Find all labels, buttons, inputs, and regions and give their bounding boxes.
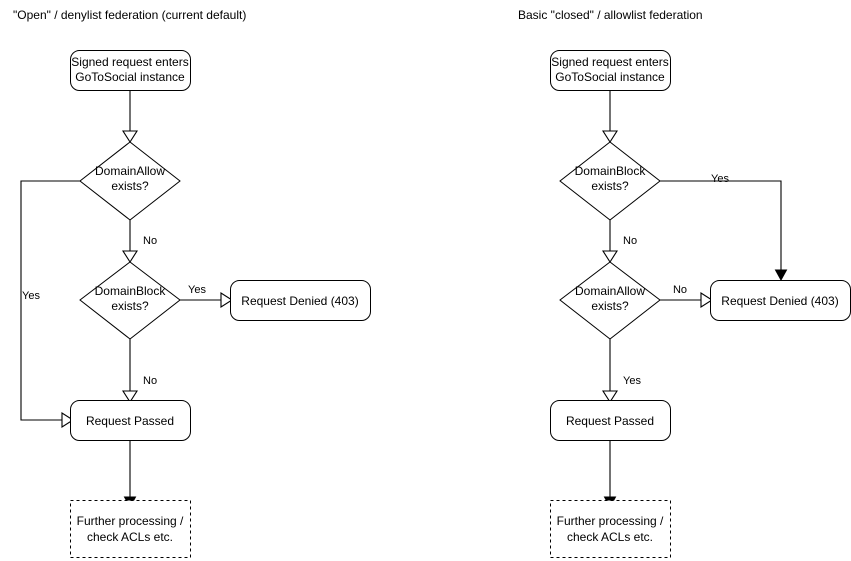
entry-label-line1: Signed request enters <box>71 55 188 69</box>
further-processing-label-line1: Further processing / <box>77 514 184 528</box>
further-processing-box-shape <box>70 500 191 558</box>
domainblock-label-line1-right: DomainBlock <box>575 164 647 178</box>
arrowhead-allow-no-left <box>121 250 139 264</box>
edge-label-allow-yes-right: Yes <box>623 375 641 387</box>
edge-label-block-yes-right: Yes <box>711 173 729 185</box>
edge-label-block-yes-left: Yes <box>188 284 206 296</box>
node-further-processing-left: Further processing / check ACLs etc. <box>70 500 191 558</box>
node-further-processing-right: Further processing / check ACLs etc. <box>550 500 671 558</box>
edge-label-allow-yes-left: Yes <box>22 290 40 302</box>
domainallow-label-line1: DomainAllow <box>95 164 165 178</box>
domainblock-label-line2: exists? <box>111 299 149 313</box>
node-decision-domainallow-right: DomainAllow exists? <box>559 261 661 340</box>
panel-closed-allowlist: Basic "closed" / allowlist federation Si… <box>518 8 851 558</box>
edge-block-yes-right <box>660 180 782 270</box>
edge-label-allow-no-left: No <box>143 235 157 247</box>
arrowhead-block-no-right <box>601 250 619 264</box>
further-processing-label-line1-right: Further processing / <box>557 514 664 528</box>
domainblock-label-line1: DomainBlock <box>95 284 167 298</box>
node-request-denied-left: Request Denied (403) <box>230 280 371 321</box>
node-decision-domainallow-left: DomainAllow exists? <box>79 141 181 221</box>
edge-label-allow-no-right: No <box>673 284 687 296</box>
edge-allow-yes-left <box>20 180 80 421</box>
node-request-denied-right: Request Denied (403) <box>710 280 851 321</box>
arrowhead-allow-yes-left <box>61 411 75 429</box>
request-passed-label: Request Passed <box>86 414 174 428</box>
node-entry-left: Signed request enters GoToSocial instanc… <box>70 50 191 91</box>
edge-label-block-no-left: No <box>143 375 157 387</box>
panel-open-denylist: "Open" / denylist federation (current de… <box>13 8 371 558</box>
further-processing-label-line2: check ACLs etc. <box>87 530 173 544</box>
domainallow-label-line2-right: exists? <box>591 299 629 313</box>
arrowhead-entry-to-allow-left <box>121 130 139 144</box>
entry-label-line1-right: Signed request enters <box>551 55 668 69</box>
arrowhead-block-yes-left <box>220 291 234 309</box>
domainallow-label-line2: exists? <box>111 179 149 193</box>
request-denied-label: Request Denied (403) <box>241 294 358 308</box>
node-decision-domainblock-right: DomainBlock exists? <box>559 141 661 221</box>
entry-label-line2-right: GoToSocial instance <box>555 70 665 84</box>
node-decision-domainblock-left: DomainBlock exists? <box>79 261 181 340</box>
panel-title-closed-allowlist: Basic "closed" / allowlist federation <box>518 8 703 22</box>
request-denied-label-right: Request Denied (403) <box>721 294 838 308</box>
node-request-passed-left: Request Passed <box>70 400 191 441</box>
entry-label-line2: GoToSocial instance <box>75 70 185 84</box>
domainallow-label-line1-right: DomainAllow <box>575 284 645 298</box>
further-processing-box-shape-right <box>550 500 671 558</box>
node-request-passed-right: Request Passed <box>550 400 671 441</box>
arrowhead-allow-yes-right <box>601 390 619 404</box>
arrowhead-allow-no-right <box>700 291 714 309</box>
domainblock-label-line2-right: exists? <box>591 179 629 193</box>
edge-label-block-no-right: No <box>623 235 637 247</box>
arrowhead-entry-to-block-right <box>601 130 619 144</box>
further-processing-label-line2-right: check ACLs etc. <box>567 530 653 544</box>
node-entry-right: Signed request enters GoToSocial instanc… <box>550 50 671 91</box>
request-denied-box-shape <box>230 280 371 321</box>
request-passed-label-right: Request Passed <box>566 414 654 428</box>
panel-title-open-denylist: "Open" / denylist federation (current de… <box>13 8 246 22</box>
arrowhead-block-no-left <box>121 390 139 404</box>
arrowhead-block-yes-right <box>774 269 788 282</box>
